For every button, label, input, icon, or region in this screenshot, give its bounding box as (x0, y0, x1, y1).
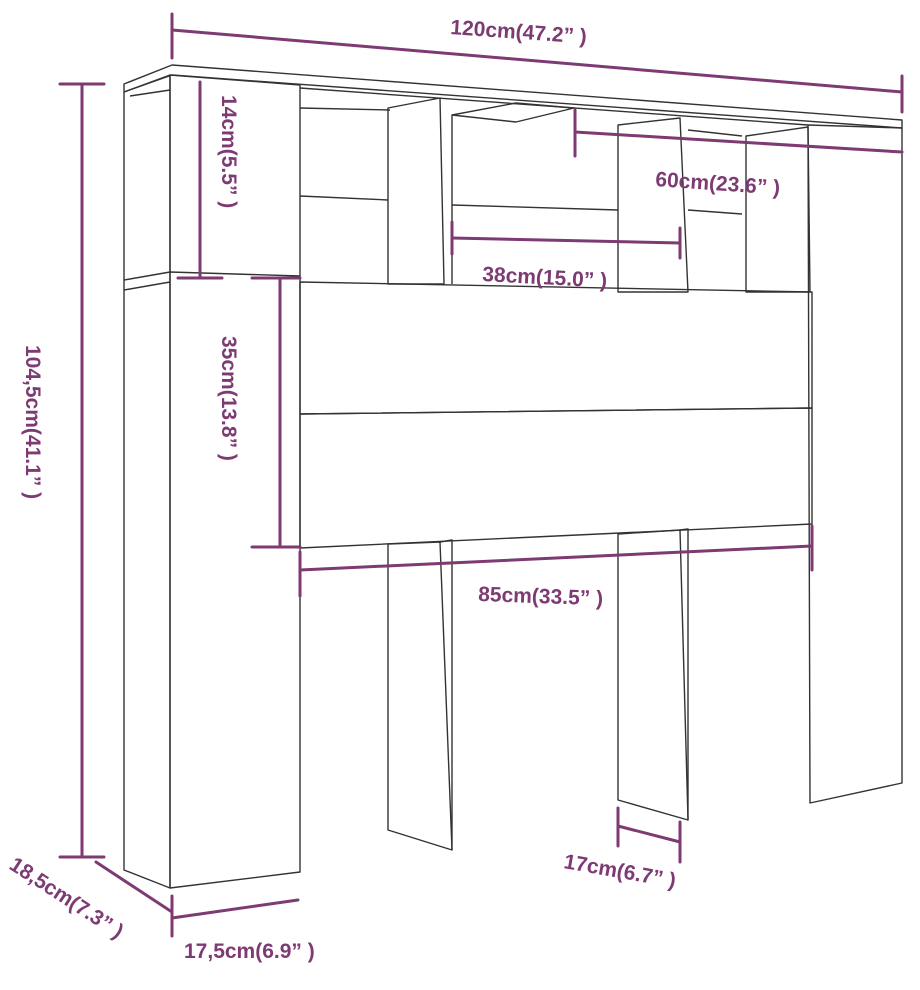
right-divider (745, 126, 811, 293)
left-divider (387, 97, 445, 285)
left-cubby (299, 195, 389, 201)
lower-panel (299, 407, 813, 549)
leg-left (387, 541, 453, 851)
label-total-height: 104,5cm(41.1” ) (21, 345, 44, 499)
dimension-labels: 120cm(47.2” ) 60cm(23.6” ) 14cm(5.5” ) 3… (5, 16, 781, 963)
middle-divider (617, 117, 689, 293)
label-panel-height: 35cm(13.8” ) (217, 336, 240, 461)
label-top-compartment-height: 14cm(5.5” ) (217, 95, 240, 208)
upper-panel (299, 281, 813, 415)
label-side-width: 17,5cm(6.9” ) (184, 940, 315, 963)
label-depth: 18,5cm(7.3” ) (5, 853, 127, 944)
dimension-lines (58, 12, 904, 938)
left-column-front (169, 74, 301, 889)
label-shelf-width: 38cm(15.0” ) (482, 263, 608, 293)
label-inner-depth: 60cm(23.6” ) (655, 168, 781, 200)
left-column-shelf (123, 271, 301, 281)
label-width-total: 120cm(47.2” ) (450, 16, 588, 48)
label-leg-width: 17cm(6.7” ) (562, 850, 678, 892)
right-column (807, 124, 903, 804)
middle-top-shelf (451, 102, 575, 123)
left-column-side (123, 74, 171, 889)
label-inner-width: 85cm(33.5” ) (478, 583, 604, 610)
headboard-outline (123, 64, 903, 889)
leg-right (617, 529, 689, 821)
